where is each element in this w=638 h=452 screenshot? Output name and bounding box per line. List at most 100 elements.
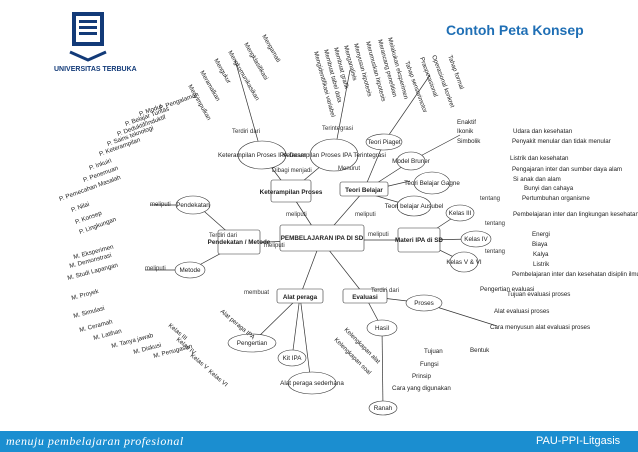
- evaluasi-items-item: Pengertian evaluasi: [480, 286, 534, 293]
- evaluasi-items-item: Kelengkapan soal: [333, 336, 373, 376]
- center-node-label: PEMBELAJARAN IPA DI SD: [281, 235, 364, 242]
- pendekatan-items-item: P. Nilai: [70, 201, 90, 214]
- kelas-iv-items-item: Kalya: [533, 251, 549, 258]
- node-metode: Metode: [179, 267, 201, 274]
- edge-terdiri-dari-2: Terdiri dari: [371, 288, 399, 294]
- edge-labels: Terdiri dari Terintegrasi Menurut Dibagi…: [145, 126, 505, 296]
- evaluasi-items-item: Fungsi: [420, 361, 439, 368]
- edge-membuat: membuat: [244, 290, 269, 296]
- evaluasi-items-item: Cara menyusun alat evaluasi proses: [490, 324, 590, 331]
- dasar-skills-item: Mengamati: [260, 34, 281, 64]
- edge-meliputi-5: meliputi: [150, 202, 171, 208]
- node-teori-belajar: Teori Belajar: [339, 181, 389, 197]
- node-kelas-v-vi: Kelas V & VI: [446, 259, 482, 266]
- pendekatan-items-item: P. Pengalaman: [158, 91, 200, 112]
- footer-org: PAU-PPI-Litgasis: [536, 435, 621, 447]
- node-hasil: Hasil: [375, 325, 389, 332]
- evaluasi-items-item: Tujuan: [424, 348, 443, 355]
- footer-tagline: menuju pembelajaran profesional: [6, 434, 184, 448]
- edge-meliputi-6: meliputi: [145, 266, 166, 272]
- metode-items-item: M. Simulasi: [73, 305, 106, 320]
- kelas-v-items-item: Pembelajaran inter dan kesehatan disipli…: [512, 271, 638, 278]
- node-evaluasi-label: Evaluasi: [352, 294, 378, 301]
- evaluasi-items-item: Bentuk: [470, 347, 490, 354]
- edge-meliputi-3: meliputi: [264, 243, 285, 249]
- logo-caption: UNIVERSITAS TERBUKA: [54, 66, 137, 73]
- bruner-item: Ikonik: [457, 128, 474, 135]
- node-pendekatan-metode: Pendekatan / Metode: [208, 229, 271, 255]
- kelas-iv-items-item: Biaya: [532, 241, 548, 248]
- node-materi: Materi IPA di SD: [395, 227, 443, 253]
- kelas-iii-items-item: Udara dan kesehatan: [513, 128, 573, 135]
- leaves-dasar-skills: MengamatiMengklasifikasiMengkomunikasika…: [186, 34, 281, 123]
- leaves-piaget: Tahap sensorimotorPraoperasionalOperasio…: [403, 54, 465, 113]
- node-teori-gagne: Teori Belajar Gagne: [404, 180, 460, 187]
- alat-items-item: Kelas V: [189, 352, 211, 372]
- edge-meliputi-4: meliputi: [368, 232, 389, 238]
- node-alat-peraga: Alat peraga: [276, 288, 324, 304]
- edge-tentang-1: tentang: [480, 196, 500, 202]
- node-keterampilan-proses: Keterampilan Proses: [260, 179, 323, 203]
- dasar-skills-item: Mengukur: [212, 58, 232, 85]
- node-kit-ipa: Kit IPA: [283, 355, 303, 362]
- node-pendekatan: Pendekatan: [176, 202, 210, 209]
- edge-meliputi-1: meliputi: [286, 212, 307, 218]
- bruner-item: Enaktif: [457, 119, 476, 126]
- node-ket-proses-dasar: Keterampilan Proses IPA Dasar: [218, 152, 306, 159]
- center-node: PEMBELAJARAN IPA DI SD: [279, 224, 365, 252]
- kelas-iii-items-item: Listrik dan kesehatan: [510, 155, 569, 162]
- node-materi-label: Materi IPA di SD: [395, 237, 443, 244]
- piaget-item: Tahap formal: [446, 54, 465, 90]
- node-kelas-iv: Kelas IV: [464, 236, 488, 243]
- kelas-iii-items-item: Penyakit menular dan tidak menular: [512, 138, 611, 145]
- kelas-iv-items-item: Energi: [532, 231, 550, 238]
- edge-tentang-3: tentang: [485, 249, 505, 255]
- node-keterampilan-proses-label: Keterampilan Proses: [260, 189, 323, 196]
- node-teori-ausubel: Teori belajar Ausubel: [385, 203, 443, 210]
- node-teori-piaget: Teori Piaget: [367, 139, 401, 146]
- kelas-iii-items-item: Pengajaran inter dan sumber daya alam: [512, 166, 622, 173]
- edge-dibagi-menjadi: Dibagi menjadi: [272, 168, 312, 174]
- leaves-kelas-iv: Pembelajaran inter dan lingkungan keseha…: [513, 211, 638, 268]
- edge-terdiri-dari: Terdiri dari: [232, 129, 260, 135]
- metode-items-item: M. Proyek: [71, 288, 101, 302]
- evaluasi-items-item: Alat evaluasi proses: [494, 308, 549, 315]
- leaves-kelas-v: Pembelajaran inter dan kesehatan disipli…: [512, 271, 638, 278]
- slide-title: Contoh Peta Konsep: [446, 22, 584, 38]
- node-pendekatan-metode-label: Pendekatan / Metode: [208, 239, 271, 246]
- edge-tentang-2: tentang: [485, 221, 505, 227]
- kelas-iii-items-item: Pertumbuhan organisme: [522, 195, 590, 202]
- edge-meliputi-2: meliputi: [355, 212, 376, 218]
- node-pengertian: Pengertian: [237, 340, 268, 347]
- node-alat-peraga-sederhana: Alat peraga sederhana: [280, 380, 344, 387]
- edge-terdiri-dari-3: Terdiri dari: [209, 233, 237, 239]
- edge-terintegrasi: Terintegrasi: [322, 126, 353, 132]
- secondary-nodes: Keterampilan Proses IPA Dasar Keterampil…: [174, 133, 492, 416]
- bruner-item: Simbolik: [457, 138, 481, 145]
- node-model-bruner: Model Bruner: [392, 158, 430, 165]
- node-ranah: Ranah: [374, 405, 393, 412]
- university-logo: [69, 12, 107, 62]
- metode-items-item: M. Latihan: [93, 328, 123, 342]
- evaluasi-items-item: Prinsip: [412, 373, 431, 380]
- kelas-iv-items-item: Listrik: [533, 261, 550, 268]
- footer-bar: menuju pembelajaran profesional PAU-PPI-…: [0, 431, 638, 452]
- node-ket-proses-terintegrasi: Keterampilan Proses IPA Terintegrasi: [282, 152, 386, 159]
- node-alat-peraga-label: Alat peraga: [283, 294, 318, 301]
- kelas-iii-items-item: Si anak dan alam: [513, 176, 561, 183]
- alat-items-item: Kelas VI: [207, 368, 229, 388]
- evaluasi-items-item: Tujuan evaluasi proses: [507, 291, 570, 298]
- evaluasi-items-item: Cara yang digunakan: [392, 385, 451, 392]
- kelas-iv-items-item: Pembelajaran inter dan lingkungan keseha…: [513, 211, 638, 218]
- node-teori-belajar-label: Teori Belajar: [345, 187, 383, 194]
- kelas-iii-items-item: Bunyi dan cahaya: [524, 185, 574, 192]
- node-evaluasi: Evaluasi: [342, 288, 388, 304]
- node-proses: Proses: [414, 300, 434, 307]
